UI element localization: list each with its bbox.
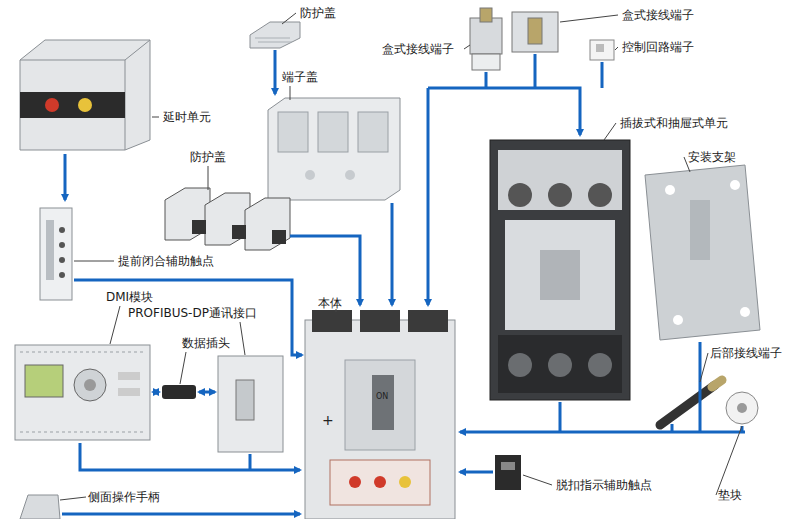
rear-terminal [660,380,722,425]
part-label: ON [376,392,388,401]
part-label: 提前闭合辅助触点 [118,254,214,268]
control-terminal [590,40,614,60]
part-label: 垫块 [718,488,742,502]
part-label: 端子盖 [282,70,318,84]
part-label: 后部接线端子 [710,346,782,360]
part-label: 本体 [318,296,342,310]
box-terminal [470,8,502,70]
part-label: PROFIBUS-DP通讯接口 [128,306,257,320]
leader-lines [60,13,742,500]
delay-unit [20,40,150,150]
trip-aux-contact [495,455,521,490]
part-label: 防护盖 [300,6,336,20]
part-label: 盒式接线端子 [622,8,694,22]
part-label: 侧面操作手柄 [88,490,160,504]
protective-cover [250,22,300,48]
part-label: 延时单元 [163,110,211,124]
plug-in-unit [490,140,630,400]
profibus-module [218,356,283,452]
part-label: 脱扣指示辅助触点 [556,478,652,492]
part-label: DMI模块 [106,290,153,304]
aux-contact [40,208,72,300]
mounting-bracket [645,165,760,340]
box-terminal [512,12,558,52]
spacer [726,392,758,424]
part-label: 防护盖 [190,150,226,164]
part-label: 数据插头 [182,336,230,350]
part-label: 盒式接线端子 [382,42,454,56]
data-plug [162,385,196,399]
assembly-arrows [62,50,745,514]
part-label: 插拔式和抽屉式单元 [620,116,728,130]
part-label: 控制回路端子 [622,40,694,54]
protective-covers [165,188,290,250]
svg-text:+: + [322,412,334,428]
terminal-cover [268,98,400,200]
dmi-module [15,345,150,440]
part-label: 安装支架 [688,150,736,164]
side-handle [20,495,60,519]
breaker-body: + [305,310,455,519]
